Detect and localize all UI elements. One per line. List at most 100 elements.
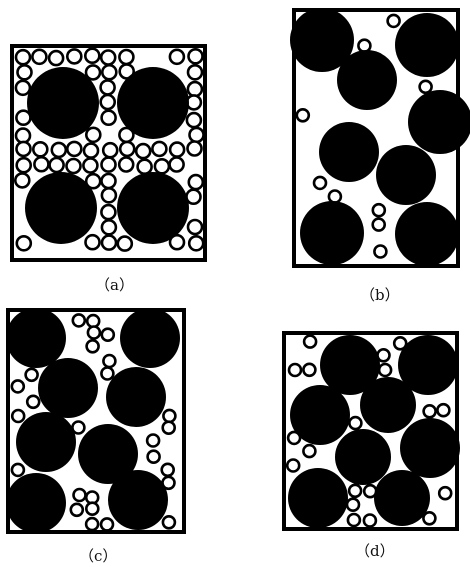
large-particle (288, 468, 348, 528)
small-particle (170, 158, 184, 172)
large-particle (408, 90, 470, 154)
small-particle (17, 142, 31, 156)
small-particle (373, 204, 385, 216)
small-particle (87, 340, 99, 352)
panel-a (12, 46, 205, 260)
small-particle (190, 128, 204, 142)
small-particle (101, 368, 113, 380)
small-particle (16, 111, 30, 125)
large-particle (395, 13, 459, 77)
small-particle (16, 129, 30, 143)
small-particle (67, 159, 81, 173)
small-particle (119, 158, 133, 172)
small-particle (101, 51, 115, 65)
large-particle (120, 308, 180, 368)
small-particle (188, 65, 202, 79)
small-particle (138, 160, 152, 174)
large-particle (395, 202, 459, 266)
panel-b (290, 8, 470, 266)
large-particle (6, 308, 66, 368)
small-particle (189, 49, 203, 63)
small-particle (152, 142, 166, 156)
small-particle (187, 190, 201, 204)
small-particle (136, 144, 150, 158)
small-particle (73, 314, 85, 326)
small-particle (119, 50, 133, 64)
small-particle (187, 113, 201, 127)
small-particle (379, 364, 391, 376)
small-particle (297, 109, 309, 121)
small-particle (17, 236, 31, 250)
small-particle (102, 158, 116, 172)
small-particle (103, 355, 115, 367)
small-particle (83, 159, 97, 173)
small-particle (170, 143, 184, 157)
small-particle (16, 81, 30, 95)
large-particle (376, 145, 436, 205)
small-particle (304, 336, 316, 348)
large-particle (400, 418, 460, 478)
small-particle (74, 489, 86, 501)
small-particle (170, 50, 184, 64)
small-particle (67, 142, 81, 156)
small-particle (101, 205, 115, 219)
large-particle (290, 385, 350, 445)
small-particle (373, 219, 385, 231)
small-particle (32, 50, 46, 64)
small-particle (187, 95, 201, 109)
large-particle (319, 122, 379, 182)
panel-c (6, 308, 184, 533)
small-particle (329, 191, 341, 203)
small-particle (26, 369, 38, 381)
small-particle (102, 220, 116, 234)
small-particle (18, 65, 32, 79)
small-particle (52, 143, 66, 157)
small-particle (86, 235, 100, 249)
small-particle (303, 364, 315, 376)
small-particle (420, 81, 432, 93)
small-particle (424, 405, 436, 417)
large-particle (108, 470, 168, 530)
small-particle (67, 49, 81, 63)
large-particle (38, 358, 98, 418)
small-particle (374, 246, 386, 258)
small-particle (120, 142, 134, 156)
small-particle (188, 220, 202, 234)
small-particle (423, 512, 435, 524)
large-particle (16, 412, 76, 472)
small-particle (102, 174, 116, 188)
small-particle (102, 329, 114, 341)
small-particle (148, 451, 160, 463)
caption-b: （b） (360, 284, 400, 305)
large-particle (106, 367, 166, 427)
small-particle (12, 464, 24, 476)
large-particle (335, 429, 391, 485)
small-particle (349, 417, 361, 429)
small-particle (12, 410, 24, 422)
small-particle (86, 128, 100, 142)
small-particle (163, 410, 175, 422)
caption-d: （d） (355, 540, 395, 561)
small-particle (16, 50, 30, 64)
small-particle (102, 236, 116, 250)
small-particle (71, 504, 83, 516)
small-particle (388, 15, 400, 27)
large-particle (300, 201, 364, 265)
small-particle (162, 464, 174, 476)
small-particle (84, 144, 98, 158)
small-particle (86, 503, 98, 515)
large-particle (117, 172, 189, 244)
small-particle (118, 237, 132, 251)
small-particle (17, 158, 31, 172)
caption-a: （a） (95, 274, 134, 295)
small-particle (33, 142, 47, 156)
small-particle (101, 518, 113, 530)
small-particle (103, 143, 117, 157)
small-particle (189, 175, 203, 189)
small-particle (347, 499, 359, 511)
panel-d (284, 333, 460, 529)
small-particle (85, 49, 99, 63)
small-particle (88, 327, 100, 339)
small-particle (188, 82, 202, 96)
small-particle (49, 51, 63, 65)
